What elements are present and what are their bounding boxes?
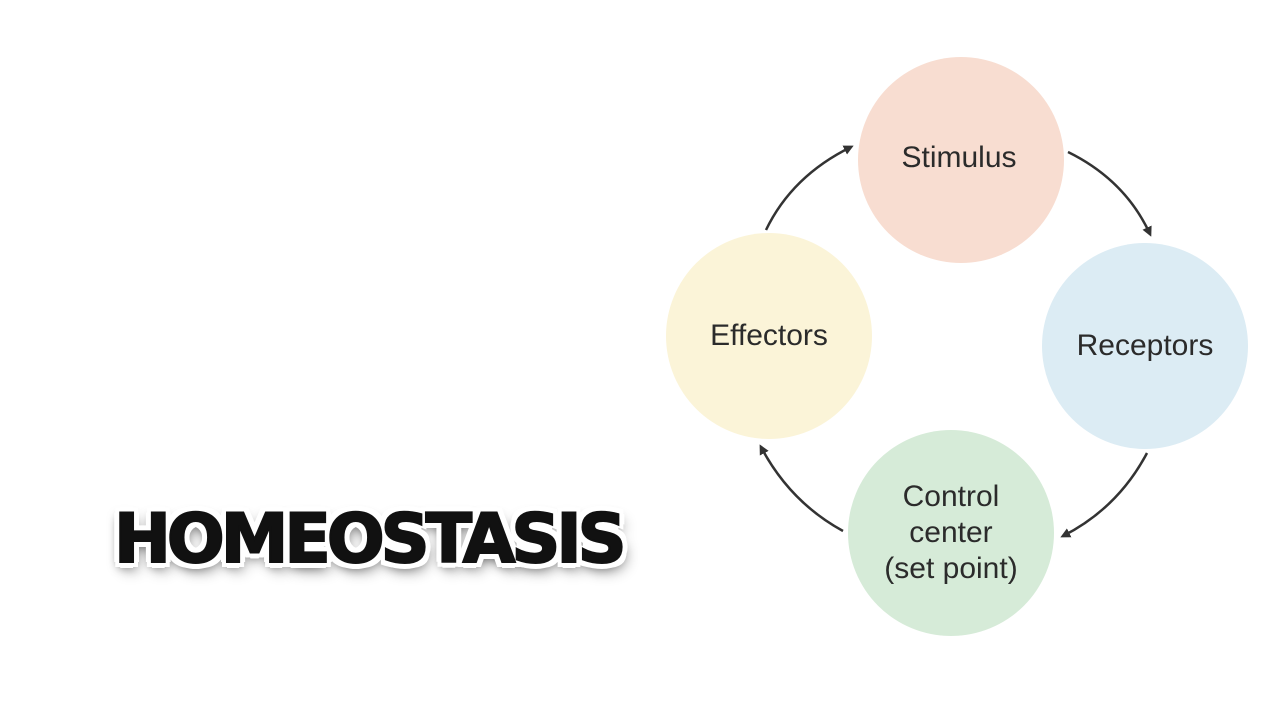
arrow-control-center-to-effectors <box>759 444 844 533</box>
stimulus-label: Stimulus <box>901 141 1017 174</box>
page-title: HOMEOSTASIS <box>113 500 628 579</box>
effectors-node: Effectors <box>666 233 872 439</box>
title-block: HOMEOSTASIS <box>52 248 628 575</box>
stimulus-node: Stimulus <box>858 57 1064 263</box>
receptors-node: Receptors <box>1042 243 1248 449</box>
arrow-effectors-to-stimulus <box>764 145 854 231</box>
control-center-label: Control center (set point) <box>884 480 1018 585</box>
receptors-label: Receptors <box>1076 329 1214 362</box>
control-center-node: Control center (set point) <box>848 430 1054 636</box>
arrow-receptors-to-control-center <box>1060 452 1149 538</box>
effectors-label: Effectors <box>710 319 828 352</box>
arrow-stimulus-to-receptors <box>1067 150 1152 237</box>
